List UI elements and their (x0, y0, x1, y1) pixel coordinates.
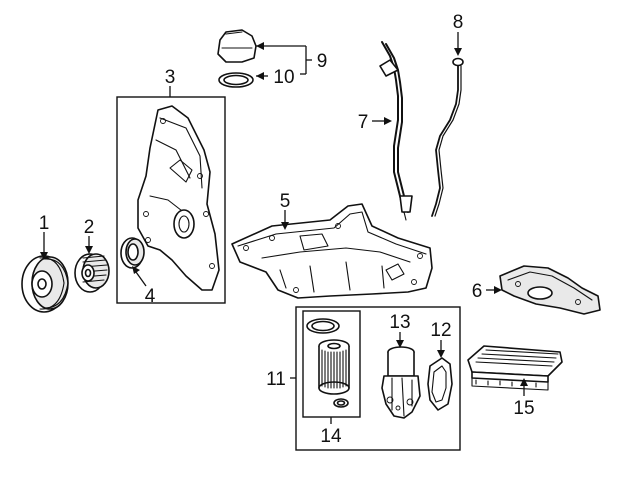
timing-cover (137, 105, 220, 291)
filter-seal-ring (333, 398, 349, 408)
group-frame-3 (116, 96, 226, 304)
callout-2: 2 (84, 217, 95, 238)
leader-1 (40, 232, 48, 260)
callout-3: 3 (165, 67, 176, 88)
callout-13: 13 (389, 312, 410, 333)
callout-15: 15 (513, 398, 534, 419)
leader-6 (486, 286, 502, 294)
oil-filler-cap (217, 29, 257, 63)
oil-pan (231, 203, 433, 299)
callout-10: 10 (273, 67, 294, 88)
leader-12 (437, 340, 445, 358)
oil-filter-element (318, 339, 350, 395)
harmonic-balancer (74, 253, 110, 293)
leader-15 (520, 378, 528, 396)
oil-filter-housing (381, 346, 421, 419)
housing-gasket (427, 357, 453, 411)
callout-11: 11 (266, 369, 286, 390)
oil-cooler (467, 345, 563, 391)
leader-9-10-bracket (256, 42, 312, 75)
leader-4 (132, 266, 147, 287)
crankshaft-pulley (21, 255, 69, 313)
filter-o-ring (306, 318, 340, 334)
callout-8: 8 (453, 12, 464, 33)
oil-pan-baffle (499, 265, 601, 315)
callout-7: 7 (358, 112, 369, 133)
leader-2 (85, 236, 93, 254)
cap-gasket (218, 72, 254, 88)
callout-9: 9 (317, 51, 328, 72)
leader-13 (396, 332, 404, 348)
leader-8 (454, 32, 462, 56)
leader-7 (372, 117, 392, 125)
dipstick (431, 57, 464, 217)
callout-1: 1 (39, 213, 50, 234)
callout-12: 12 (430, 320, 451, 341)
dipstick-tube (379, 41, 413, 221)
front-seal (120, 237, 145, 269)
callout-5: 5 (280, 191, 291, 212)
callout-6: 6 (472, 281, 483, 302)
leader-10 (256, 72, 268, 80)
leader-5 (281, 210, 289, 230)
callout-14: 14 (320, 426, 342, 447)
callout-4: 4 (145, 286, 156, 307)
